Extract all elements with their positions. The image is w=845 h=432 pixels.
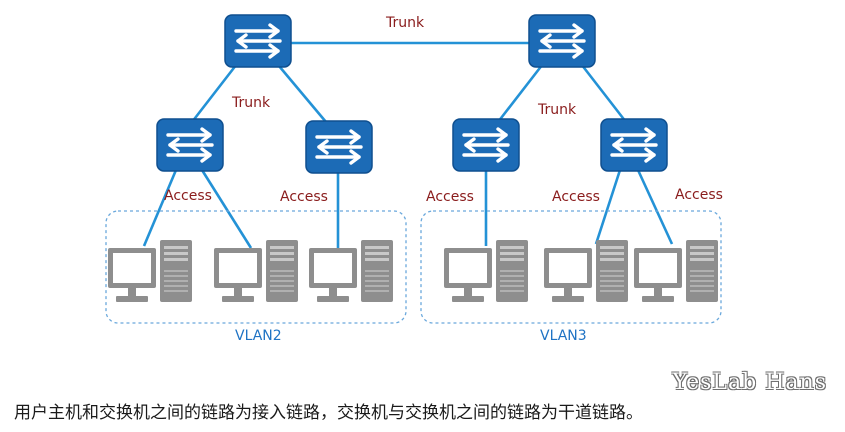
access-label-2: Access <box>280 189 328 205</box>
access-label-4: Access <box>552 189 600 205</box>
trunk-label-left: Trunk <box>232 95 271 111</box>
pc-icon <box>214 240 298 302</box>
switch-icon <box>156 118 224 172</box>
switch-icon <box>452 118 520 172</box>
access-label-5: Access <box>675 187 723 203</box>
watermark-text: YesLab Hans <box>672 370 827 395</box>
trunk-link-right-b <box>576 59 628 123</box>
vlan2-label: VLAN2 <box>235 328 282 344</box>
pc-icon <box>544 240 628 302</box>
access-link-1 <box>142 169 178 247</box>
trunk-link-right-a <box>496 59 548 123</box>
trunk-label-right: Trunk <box>538 102 577 118</box>
trunk-link-left-a <box>190 59 242 123</box>
pc-icon <box>108 240 192 302</box>
trunk-link-left-b <box>273 59 327 123</box>
pc-icon <box>444 240 528 302</box>
links <box>142 41 674 249</box>
access-link-6 <box>636 169 674 245</box>
vlan2-box <box>105 210 407 324</box>
pc-icon <box>309 240 393 302</box>
access-label-1: Access <box>164 188 212 204</box>
access-link-2 <box>200 169 253 249</box>
pc-icon <box>634 240 718 302</box>
switch-icon <box>224 14 292 68</box>
trunk-label-top: Trunk <box>386 15 425 31</box>
access-label-3: Access <box>426 189 474 205</box>
vlan3-box <box>420 210 722 324</box>
caption-text: 用户主机和交换机之间的链路为接入链路，交换机与交换机之间的链路为干道链路。 <box>14 403 643 423</box>
access-link-5 <box>594 169 622 245</box>
switch-icon <box>305 120 373 174</box>
vlan3-label: VLAN3 <box>540 328 587 344</box>
switch-icon <box>600 118 668 172</box>
switch-icon <box>528 14 596 68</box>
